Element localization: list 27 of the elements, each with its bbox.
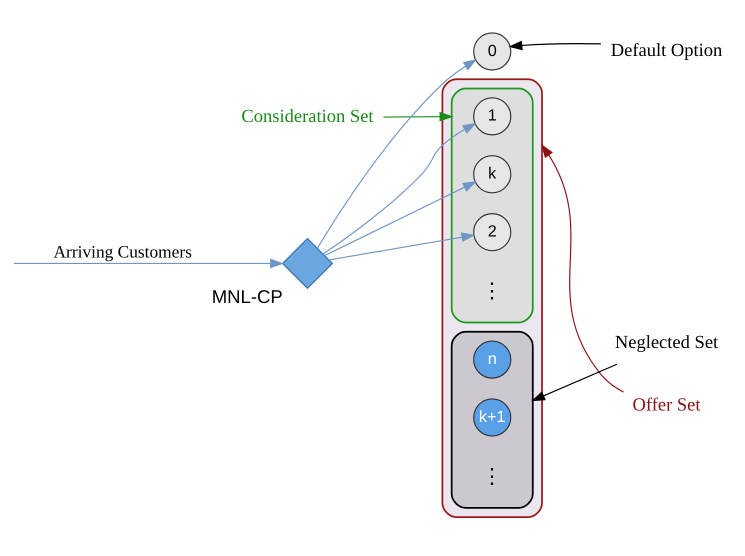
arrow — [14, 258, 284, 268]
node-circle: k+1 — [473, 398, 512, 436]
node-text: Neglected Set — [614, 331, 718, 352]
node-text: Offer Set — [632, 394, 701, 415]
label: ⋮ — [482, 278, 503, 302]
node-diamond — [282, 237, 334, 289]
arrow — [508, 40, 601, 50]
cluster — [450, 87, 534, 323]
cluster — [442, 78, 543, 518]
node-circle: k — [473, 154, 512, 193]
edge-label: Arriving Customers — [54, 242, 192, 262]
arrow — [541, 143, 624, 392]
cluster — [450, 330, 534, 508]
node-circle: 0 — [473, 32, 512, 70]
node-circle: n — [473, 340, 512, 378]
node-circle: 2 — [473, 212, 512, 251]
node-text: Consideration Set — [241, 105, 374, 126]
label: ⋮ — [482, 464, 503, 488]
arrow — [329, 232, 476, 260]
node-circle: 1 — [473, 96, 512, 135]
node-text: Default Option — [610, 39, 722, 60]
arrow — [324, 180, 477, 256]
arrow — [317, 58, 478, 248]
arrow — [322, 122, 477, 254]
arrow — [531, 363, 618, 401]
node-label: MNL-CP — [212, 286, 283, 307]
arrow — [383, 111, 454, 122]
